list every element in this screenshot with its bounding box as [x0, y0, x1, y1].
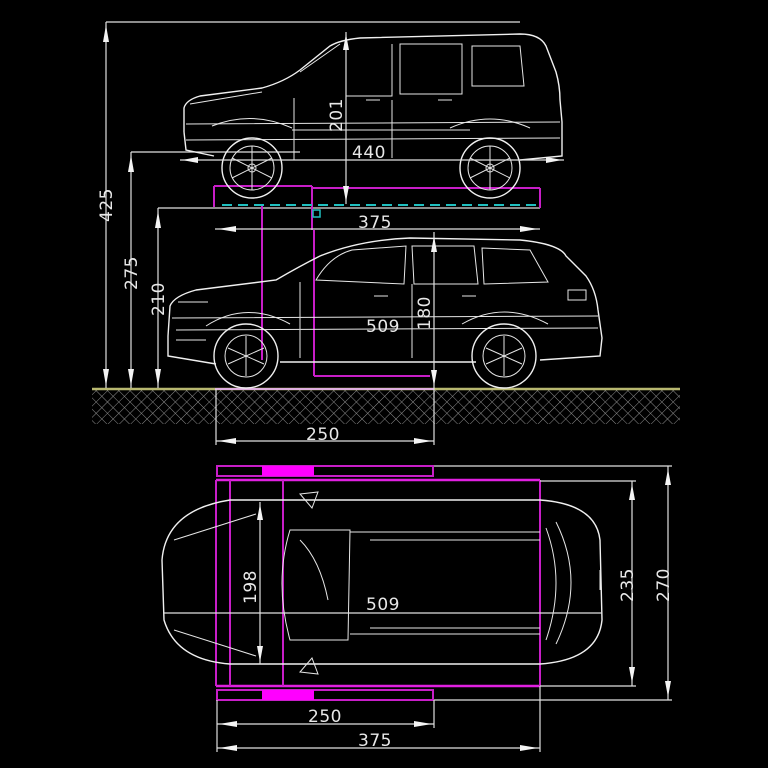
dim-180-label: 180	[415, 296, 435, 330]
dim-platform-length-top: 375	[217, 686, 541, 752]
lift-frame-side: 375	[213, 185, 541, 377]
dim-platform-width: 235	[540, 480, 638, 687]
dim-509-side-label: 509	[366, 317, 400, 337]
dim-235-label: 235	[618, 568, 638, 602]
dim-post-spacing-side: 250	[215, 389, 434, 445]
dim-lower-clearance: 210	[149, 207, 540, 388]
post-bottom	[262, 690, 314, 700]
dim-198-label: 198	[241, 570, 261, 604]
dim-440-label: 440	[352, 143, 386, 163]
dim-201-label: 201	[327, 98, 347, 132]
dim-210-label: 210	[149, 282, 169, 316]
ground	[92, 387, 680, 424]
dim-total-height: 425	[97, 21, 520, 388]
dim-270-label: 270	[654, 568, 674, 602]
dim-509-top-label: 509	[366, 595, 400, 615]
dim-post-spacing-top: 250	[216, 700, 435, 752]
dim-275-label: 275	[122, 256, 142, 290]
dim-upper-platform-height: 275	[122, 151, 300, 388]
platform-top-view	[215, 465, 541, 701]
dim-250-side-label: 250	[306, 425, 340, 445]
dim-425-label: 425	[97, 188, 117, 222]
dim-250-top-label: 250	[308, 707, 342, 727]
post-top	[262, 466, 314, 476]
pivot-marker	[312, 209, 321, 218]
upper-vehicle: 201 440	[180, 32, 564, 204]
dim-375-side-label: 375	[358, 213, 392, 233]
lower-vehicle: 180 509	[167, 232, 603, 445]
top-vehicle: 509 198	[161, 491, 603, 675]
dim-overall-width: 270	[434, 465, 674, 701]
dim-375-top-label: 375	[358, 731, 392, 751]
